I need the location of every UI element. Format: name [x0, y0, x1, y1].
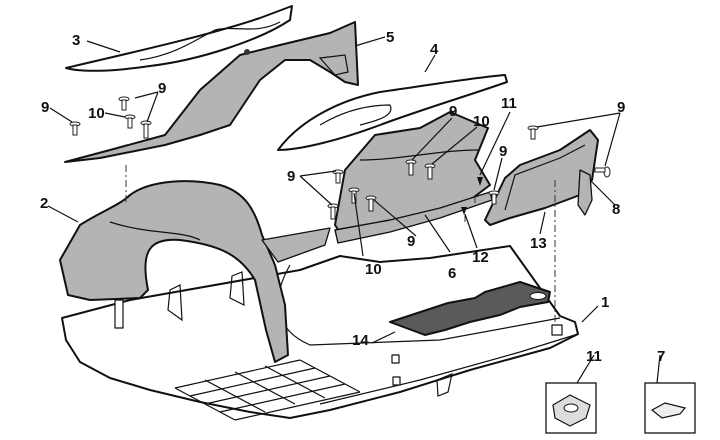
callout-1: 1	[601, 294, 609, 311]
callout-9: 9	[499, 143, 507, 160]
inset-box-12	[545, 382, 597, 434]
part-insulation-mat	[389, 281, 551, 336]
callout-2: 2	[40, 195, 48, 212]
rivet-icon	[461, 207, 467, 215]
callout-9: 9	[617, 99, 625, 116]
callout-6: 6	[448, 265, 456, 282]
part-left-side-upper-panel	[64, 21, 359, 163]
leader-lines	[47, 36, 661, 384]
callout-10: 10	[365, 261, 382, 278]
part-right-upper-strip	[277, 74, 508, 151]
callout-9: 9	[407, 233, 415, 250]
callout-9: 9	[158, 80, 166, 97]
callout-8: 8	[612, 201, 620, 218]
floor-grille	[174, 359, 361, 421]
screw-icon	[594, 166, 611, 178]
screw-icon	[332, 169, 344, 184]
callout-11: 11	[501, 95, 517, 112]
part-boot-floor	[61, 245, 579, 421]
callout-9: 9	[41, 99, 49, 116]
screw-icon	[405, 159, 417, 176]
screw-icon	[69, 121, 81, 136]
screw-icon	[327, 203, 339, 220]
screws	[69, 96, 611, 220]
part-right-rear-panel	[484, 129, 599, 226]
callout-7: 7	[657, 348, 665, 365]
callout-3: 3	[72, 32, 80, 49]
callout-13: 13	[530, 235, 547, 252]
screw-icon	[140, 120, 152, 139]
callouts: 3 2 5 4 9 9 10 9 10 11 9 9 8 9 9 10 6 12…	[40, 29, 665, 365]
screw-icon	[527, 125, 539, 140]
screw-icon	[365, 195, 377, 212]
callout-12: 11	[586, 348, 602, 365]
rivet-icon	[477, 177, 483, 186]
callout-10: 10	[473, 113, 490, 130]
callout-9: 9	[287, 168, 295, 185]
callout-5: 5	[386, 29, 394, 46]
callout-11: 12	[472, 249, 489, 266]
inset-box-7	[644, 382, 696, 434]
part-right-side-panel	[334, 111, 493, 244]
screw-icon	[488, 190, 500, 205]
alignment-lines	[125, 165, 556, 325]
part-left-upper-strip	[65, 5, 293, 72]
callout-9: 9	[449, 103, 457, 120]
screw-icon	[124, 114, 136, 129]
part-wheel-arch-trim	[59, 180, 331, 363]
screw-icon	[424, 163, 436, 180]
callout-14: 14	[352, 332, 369, 349]
callout-4: 4	[430, 41, 439, 58]
screw-icon	[118, 96, 130, 111]
callout-10: 10	[88, 105, 105, 122]
